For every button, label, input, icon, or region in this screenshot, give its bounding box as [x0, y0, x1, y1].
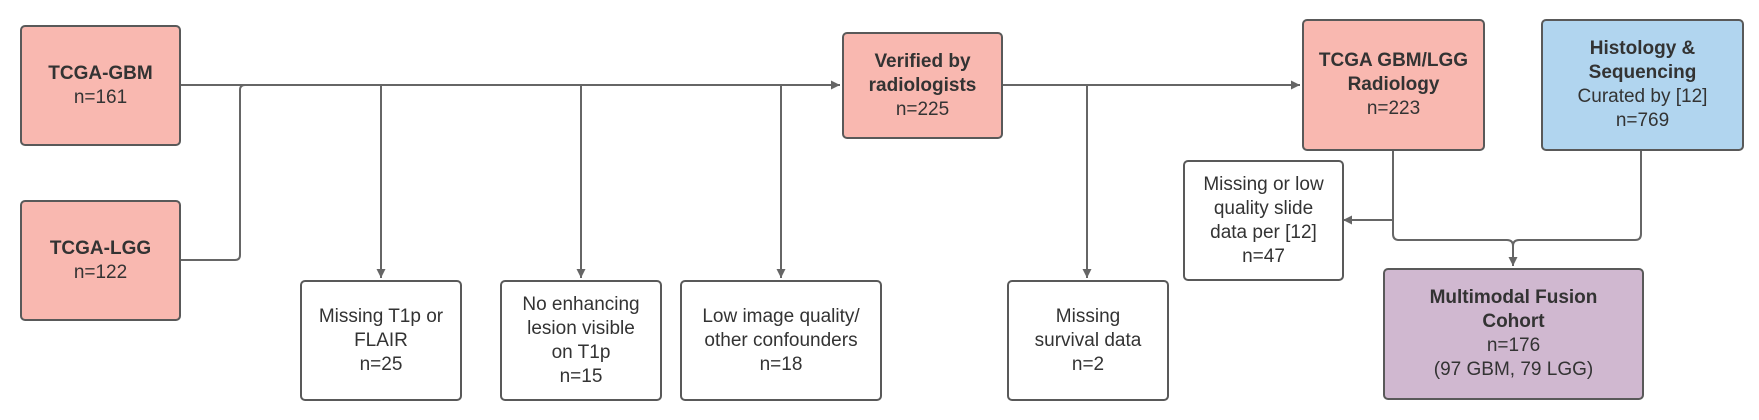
- fusion-title-line2: Cohort: [1482, 311, 1545, 332]
- radiology-count: n=223: [1366, 98, 1421, 119]
- histology-box: Histology & Sequencing Curated by [12] n…: [1541, 19, 1744, 151]
- missing-slide-count: n=47: [1242, 245, 1285, 267]
- fusion-count: n=176: [1486, 335, 1541, 356]
- missing-t1p-line2: FLAIR: [354, 329, 408, 351]
- connector-radiology-to-fusion: [1392, 233, 1514, 247]
- fusion-cohort-box: Multimodal Fusion Cohort n=176 (97 GBM, …: [1383, 268, 1644, 400]
- missing-t1p-line1: Missing T1p or: [318, 305, 444, 327]
- missing-slide-line3: data per [12]: [1210, 221, 1317, 243]
- tcga-lgg-box: TCGA-LGG n=122: [20, 200, 181, 321]
- missing-survival-line1: Missing: [1055, 305, 1121, 327]
- low-quality-count: n=18: [759, 353, 803, 375]
- missing-survival-line2: survival data: [1034, 329, 1142, 351]
- low-quality-line2: other confounders: [704, 329, 858, 351]
- connector-lgg-to-main: [180, 84, 246, 261]
- low-quality-line1: Low image quality/: [702, 305, 860, 327]
- missing-t1p-box: Missing T1p or FLAIR n=25: [300, 280, 462, 401]
- fusion-detail: (97 GBM, 79 LGG): [1433, 359, 1594, 380]
- histology-count: n=769: [1615, 110, 1670, 131]
- tcga-gbm-box: TCGA-GBM n=161: [20, 25, 181, 146]
- radiology-title-line1: TCGA GBM/LGG: [1318, 50, 1469, 71]
- no-enhancing-count: n=15: [559, 365, 603, 387]
- missing-t1p-count: n=25: [359, 353, 403, 375]
- missing-slide-line1: Missing or low: [1203, 173, 1324, 195]
- histology-subtitle: Curated by [12]: [1577, 86, 1708, 107]
- tcga-lgg-count: n=122: [73, 261, 128, 283]
- tcga-lgg-title: TCGA-LGG: [49, 237, 152, 259]
- verified-box: Verified by radiologists n=225: [842, 32, 1003, 139]
- missing-slide-line2: quality slide: [1213, 197, 1314, 219]
- histology-title-line1: Histology &: [1589, 38, 1696, 59]
- verified-title-line2: radiologists: [868, 74, 977, 96]
- no-enhancing-line2: lesion visible: [527, 317, 635, 339]
- missing-survival-count: n=2: [1071, 353, 1105, 375]
- tcga-gbm-count: n=161: [73, 86, 128, 108]
- no-enhancing-box: No enhancing lesion visible on T1p n=15: [500, 280, 662, 401]
- no-enhancing-line3: on T1p: [551, 341, 611, 363]
- verified-count: n=225: [895, 98, 950, 120]
- missing-survival-box: Missing survival data n=2: [1007, 280, 1169, 401]
- radiology-title-line2: Radiology: [1347, 74, 1440, 95]
- radiology-box: TCGA GBM/LGG Radiology n=223: [1302, 19, 1485, 151]
- low-quality-box: Low image quality/ other confounders n=1…: [680, 280, 882, 401]
- connector-histology-to-fusion: [1512, 150, 1642, 247]
- tcga-gbm-title: TCGA-GBM: [48, 62, 153, 84]
- fusion-title-line1: Multimodal Fusion: [1429, 287, 1598, 308]
- verified-title-line1: Verified by: [874, 50, 971, 72]
- histology-title-line2: Sequencing: [1588, 62, 1697, 83]
- no-enhancing-line1: No enhancing: [522, 293, 640, 315]
- missing-slide-box: Missing or low quality slide data per [1…: [1183, 160, 1344, 281]
